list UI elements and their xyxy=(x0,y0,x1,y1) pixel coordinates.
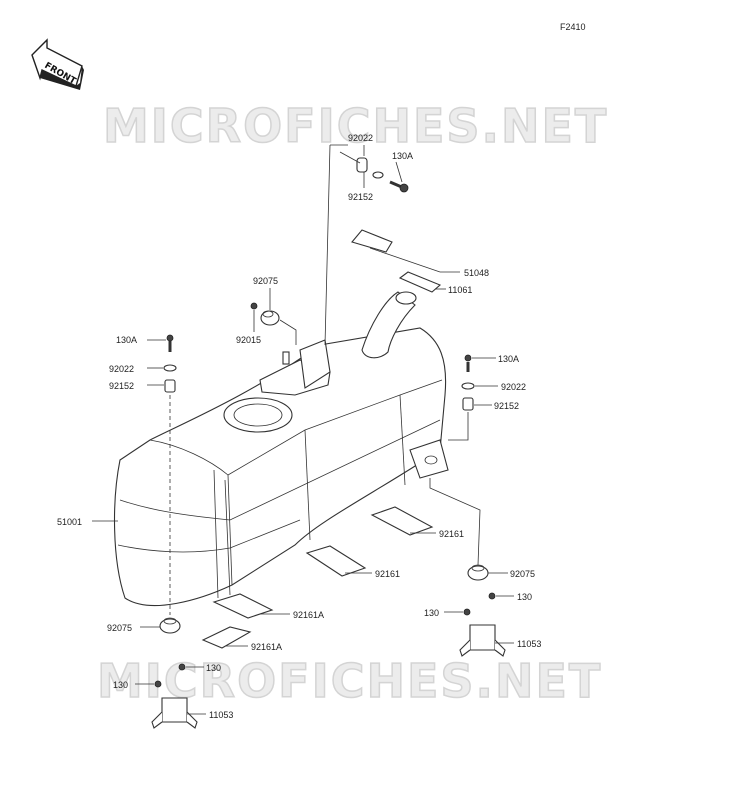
label-11061: 11061 xyxy=(448,285,472,295)
pad-92161-lower xyxy=(305,545,367,577)
label-92152-left: 92152 xyxy=(109,381,134,391)
label-130-left-b: 130 xyxy=(113,680,128,690)
label-92022-top: 92022 xyxy=(348,133,373,143)
watermark-top: MICROFICHES.NET xyxy=(103,99,608,153)
bolt-130A-top xyxy=(389,180,409,193)
fuel-tank xyxy=(113,291,449,606)
label-92161-upper: 92161 xyxy=(439,529,464,539)
label-11053-left: 11053 xyxy=(209,710,233,720)
label-130-right: 130 xyxy=(517,592,532,602)
label-92075-right: 92075 xyxy=(510,569,535,579)
part-92075-left xyxy=(159,617,181,634)
bolt-130-right xyxy=(488,592,496,600)
label-51001: 51001 xyxy=(57,517,82,527)
bolt-130-right-b xyxy=(463,608,471,616)
bolt-130-left-b xyxy=(154,680,162,688)
part-92152-top xyxy=(356,157,368,173)
bracket-11053-left xyxy=(151,697,198,729)
front-arrow-icon: FRONT xyxy=(31,38,84,90)
bolt-130A-left xyxy=(166,334,174,352)
label-130-left: 130 xyxy=(206,663,221,673)
figure-code: F2410 xyxy=(560,22,586,32)
label-92022-left: 92022 xyxy=(109,364,134,374)
washer-92022-right xyxy=(461,382,475,390)
part-92075-right xyxy=(467,564,489,581)
label-130-right-b: 130 xyxy=(424,608,439,618)
label-51048: 51048 xyxy=(464,268,489,278)
label-92152-top: 92152 xyxy=(348,192,373,202)
part-92075-top xyxy=(260,310,280,326)
part-92022-top xyxy=(372,171,384,179)
collar-92152-left xyxy=(164,379,176,393)
label-130A-top: 130A xyxy=(392,151,413,161)
pad-92161A-upper xyxy=(212,593,274,619)
label-92161-lower: 92161 xyxy=(375,569,400,579)
part-51048 xyxy=(351,229,393,253)
label-92152-right: 92152 xyxy=(494,401,519,411)
label-92015: 92015 xyxy=(236,335,261,345)
leader-lines xyxy=(92,145,514,715)
pad-92161A-lower xyxy=(201,626,252,649)
label-92022-right: 92022 xyxy=(501,382,526,392)
washer-92022-left xyxy=(163,364,177,372)
label-130A-left: 130A xyxy=(116,335,137,345)
part-labels: 92022 130A 92152 51048 11061 92075 92015… xyxy=(57,133,541,720)
label-92161A-upper: 92161A xyxy=(293,610,324,620)
label-92075-left: 92075 xyxy=(107,623,132,633)
label-11053-right: 11053 xyxy=(517,639,541,649)
bolt-130A-right xyxy=(464,354,472,372)
part-11061 xyxy=(398,271,442,293)
label-130A-right: 130A xyxy=(498,354,519,364)
label-92075-top: 92075 xyxy=(253,276,278,286)
pad-92161-upper xyxy=(370,506,434,536)
bracket-11053-right xyxy=(459,624,506,657)
collar-92152-right xyxy=(462,397,474,411)
part-92015 xyxy=(250,302,258,310)
label-92161A-lower: 92161A xyxy=(251,642,282,652)
bolt-130-left xyxy=(178,663,186,671)
